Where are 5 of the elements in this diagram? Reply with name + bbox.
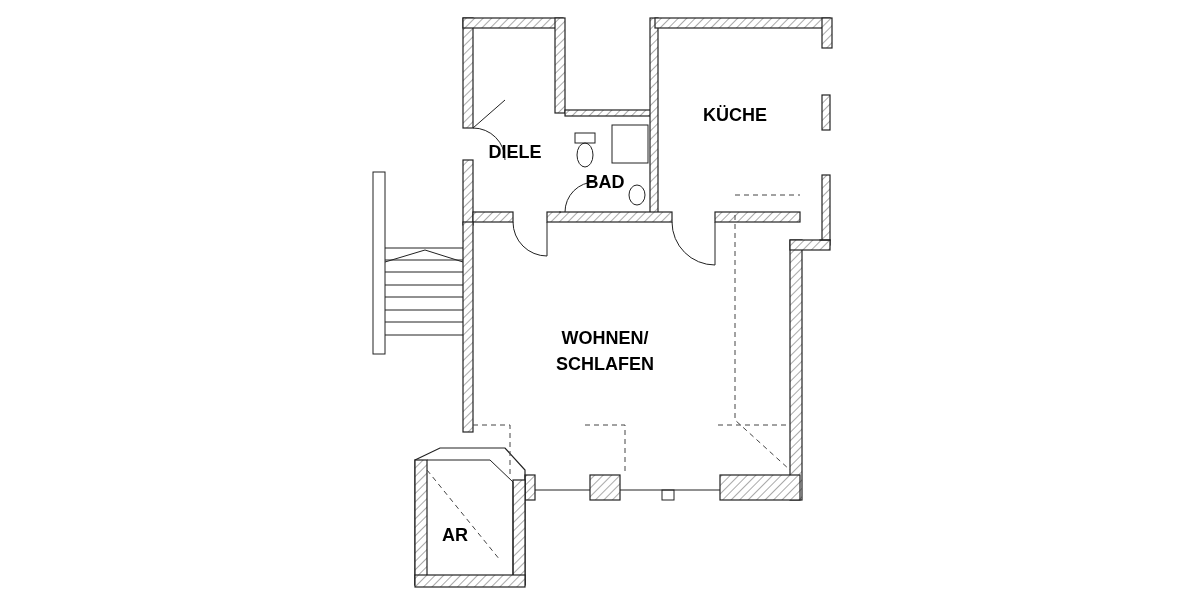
room-label: KÜCHE: [675, 102, 795, 128]
room-label: BAD: [575, 169, 635, 195]
room-label: WOHNEN/ SCHLAFEN: [535, 325, 675, 377]
room-label: DIELE: [475, 139, 555, 165]
room-label: AR: [430, 522, 480, 548]
